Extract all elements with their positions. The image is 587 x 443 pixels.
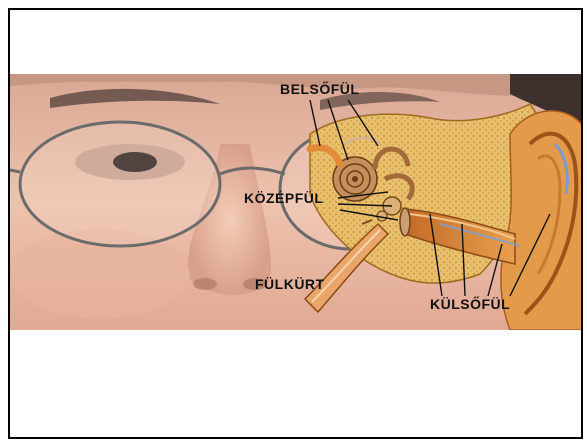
label-middle-ear: KÖZÉPFÜL bbox=[244, 191, 323, 205]
diagram-frame: BELSŐFÜL KÖZÉPFÜL FÜLKÜRT KÜLSŐFÜL bbox=[8, 8, 583, 439]
label-inner-ear: BELSŐFÜL bbox=[280, 82, 359, 96]
label-outer-ear: KÜLSŐFÜL bbox=[430, 297, 510, 311]
label-eustachian-tube: FÜLKÜRT bbox=[255, 277, 325, 291]
